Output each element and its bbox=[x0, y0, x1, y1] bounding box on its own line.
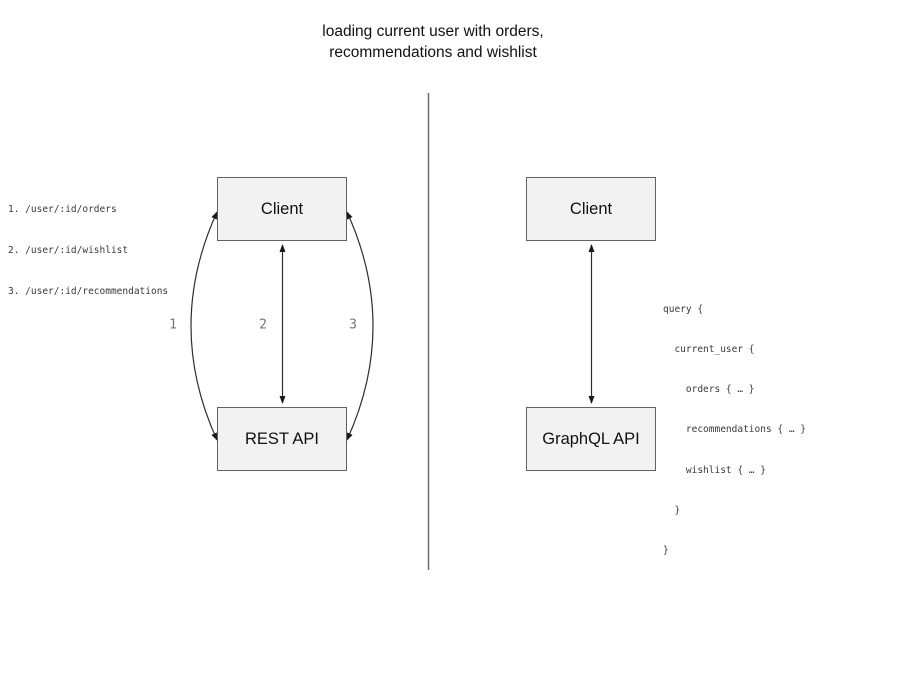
query-line: } bbox=[663, 504, 681, 516]
graphql-api-node: GraphQL API bbox=[526, 407, 656, 471]
rest-arc-1-arrow bbox=[190, 211, 218, 441]
title-line-2: recommendations and wishlist bbox=[329, 44, 537, 61]
query-line: recommendations { … } bbox=[663, 424, 806, 436]
rest-client-label: Client bbox=[260, 199, 304, 218]
rest-arrow-label-2: 2 bbox=[259, 317, 267, 333]
rest-endpoint-recommendations: 3. /user/:id/recommendations bbox=[8, 285, 169, 297]
rest-arc-3-arrow bbox=[346, 211, 374, 441]
rest-endpoint-wishlist: 2. /user/:id/wishlist bbox=[8, 244, 129, 256]
graphql-api-label: GraphQL API bbox=[542, 429, 640, 448]
query-line: } bbox=[663, 545, 669, 557]
rest-endpoint-list: 1. /user/:id/orders 2. /user/:id/wishlis… bbox=[8, 176, 168, 326]
rest-api-node: REST API bbox=[217, 407, 347, 471]
diagram-title: loading current user with orders, recomm… bbox=[183, 21, 683, 63]
graphql-client-node: Client bbox=[526, 177, 656, 241]
graphql-query-snippet: query { current_user { orders { … } reco… bbox=[663, 276, 806, 584]
query-line: orders { … } bbox=[663, 384, 755, 396]
title-line-1: loading current user with orders, bbox=[322, 23, 544, 40]
rest-client-node: Client bbox=[217, 177, 347, 241]
query-line: current_user { bbox=[663, 344, 755, 356]
rest-endpoint-orders: 1. /user/:id/orders bbox=[8, 204, 117, 216]
rest-api-label: REST API bbox=[245, 429, 319, 448]
graphql-client-label: Client bbox=[569, 199, 613, 218]
query-line: query { bbox=[663, 303, 704, 315]
rest-arrow-label-3: 3 bbox=[349, 317, 357, 333]
query-line: wishlist { … } bbox=[663, 464, 766, 476]
rest-arrow-label-1: 1 bbox=[169, 317, 177, 333]
